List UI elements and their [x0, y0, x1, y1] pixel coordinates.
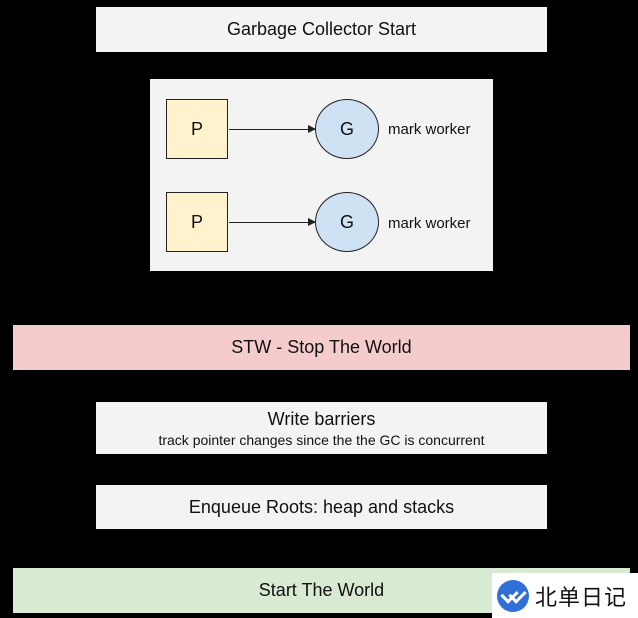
- goroutine-label-1: G: [339, 118, 354, 139]
- goroutine-label-2: G: [339, 211, 354, 232]
- arrow-1: [229, 125, 316, 133]
- gc-start-label: Garbage Collector Start: [226, 19, 417, 39]
- write-barriers-sublabel: track pointer changes since the the GC i…: [158, 431, 485, 448]
- stw-box: STW - Stop The World: [13, 325, 630, 370]
- processor-box-1: P: [166, 99, 228, 159]
- gc-start-box: Garbage Collector Start: [96, 7, 547, 52]
- mark-workers-panel: P G mark worker P G mark worker: [150, 79, 493, 271]
- arrow-2: [229, 218, 316, 226]
- stw-label: STW - Stop The World: [231, 337, 412, 357]
- enqueue-roots-box: Enqueue Roots: heap and stacks: [96, 485, 547, 529]
- write-barriers-label: Write barriers: [267, 408, 376, 429]
- processor-label-2: P: [190, 211, 203, 232]
- watermark: 北单日记: [492, 573, 638, 618]
- processor-box-2: P: [166, 192, 228, 252]
- start-world-label: Start The World: [258, 580, 385, 600]
- write-barriers-box: Write barriers track pointer changes sin…: [96, 402, 547, 454]
- goroutine-circle-2: G: [315, 192, 379, 252]
- enqueue-roots-label: Enqueue Roots: heap and stacks: [188, 496, 455, 517]
- mark-worker-label-1: mark worker: [388, 121, 471, 138]
- watermark-text: 北单日记: [535, 584, 628, 610]
- goroutine-circle-1: G: [315, 99, 379, 159]
- mark-worker-label-2: mark worker: [388, 215, 471, 232]
- check-logo-icon: [497, 579, 529, 612]
- processor-label-1: P: [190, 118, 203, 139]
